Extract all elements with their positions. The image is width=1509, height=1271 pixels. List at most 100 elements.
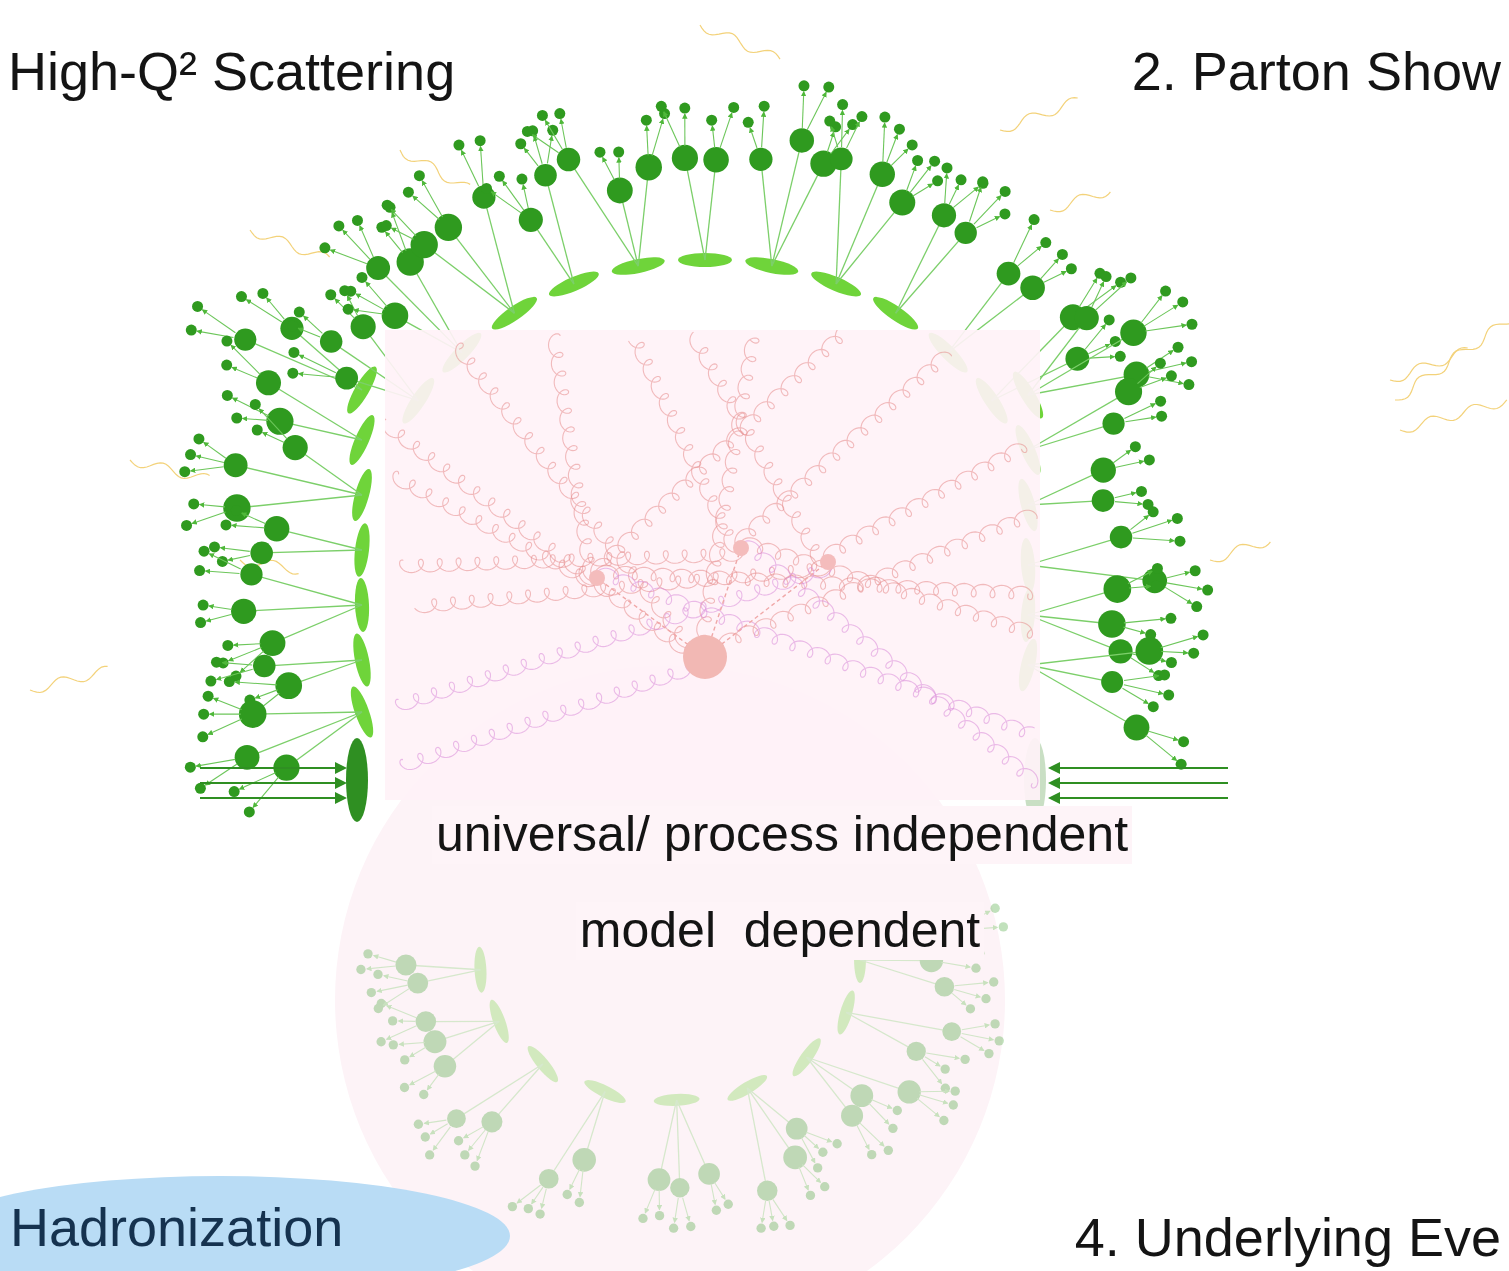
gluon-line	[549, 334, 598, 581]
hadron-dot	[898, 1080, 921, 1103]
decay-track	[399, 1043, 424, 1045]
decay-track	[1128, 571, 1152, 583]
decay-dot	[594, 147, 605, 158]
photon-wave	[1210, 542, 1270, 562]
decay-track	[645, 1189, 655, 1213]
decay-track	[430, 1124, 447, 1134]
decay-track	[974, 196, 1001, 224]
beam-line	[200, 782, 345, 784]
decay-track	[481, 147, 484, 186]
decay-dot	[638, 1214, 647, 1223]
decay-dot	[454, 1136, 463, 1145]
decay-dot	[374, 1004, 383, 1013]
decay-dot	[400, 1083, 409, 1092]
hadron-track	[253, 712, 362, 714]
hadron-track	[896, 233, 966, 313]
hadron-dot	[1110, 526, 1133, 549]
decay-track	[1132, 520, 1171, 533]
hadron-dot	[648, 1168, 671, 1191]
hadron-track	[492, 1064, 543, 1122]
hadron-track	[1028, 651, 1149, 665]
decay-track	[1124, 676, 1159, 681]
decay-track	[331, 250, 367, 264]
decay-dot	[960, 1055, 969, 1064]
hadron-dot	[786, 1118, 808, 1140]
decay-track	[384, 976, 408, 981]
decay-track	[969, 188, 980, 222]
decay-dot	[1115, 277, 1126, 288]
hadron-dot	[481, 1111, 502, 1132]
decay-dot	[288, 347, 299, 358]
decay-track	[1018, 246, 1041, 265]
decay-track	[799, 1167, 808, 1190]
decay-dot	[966, 1004, 975, 1013]
decay-dot	[195, 617, 206, 628]
hadron-track	[545, 175, 573, 284]
decay-dot	[185, 762, 196, 773]
hadron-dot	[1135, 637, 1163, 665]
decay-dot	[236, 291, 247, 302]
decay-track	[1115, 493, 1136, 498]
gluon-line	[740, 541, 1038, 788]
gluon-line	[591, 330, 844, 579]
decay-track	[750, 128, 757, 148]
slide-label: High-Q² Scattering	[4, 40, 459, 102]
decay-dot	[942, 162, 953, 173]
decay-track	[955, 983, 988, 986]
decay-track	[299, 355, 336, 373]
decay-dot	[481, 183, 492, 194]
decay-dot	[1101, 271, 1112, 282]
gluon-line	[735, 352, 952, 548]
decay-dot	[194, 565, 205, 576]
decay-dot	[325, 289, 336, 300]
decay-track	[235, 682, 276, 685]
hadron-dot	[366, 256, 390, 280]
hadron-dot	[955, 222, 977, 244]
decay-dot	[1165, 613, 1176, 624]
decay-dot	[494, 171, 505, 182]
decay-track	[200, 504, 225, 506]
hadron-track	[836, 203, 902, 284]
hadron-track	[772, 164, 824, 266]
decay-dot	[1155, 396, 1166, 407]
decay-dot	[941, 1064, 950, 1073]
hadron-dot	[1103, 575, 1131, 603]
decay-dot	[990, 904, 999, 913]
decay-track	[1137, 367, 1155, 383]
decay-dot	[989, 977, 998, 986]
decay-dot	[656, 101, 667, 112]
decay-dot	[1151, 580, 1162, 591]
gluon-line	[690, 332, 828, 567]
decay-track	[206, 614, 232, 621]
decay-dot	[984, 1049, 993, 1058]
decay-dot	[1186, 356, 1197, 367]
decay-track	[208, 719, 242, 734]
decay-dot	[211, 657, 222, 668]
decay-track	[561, 119, 566, 147]
decay-track	[192, 512, 225, 524]
decay-dot	[971, 964, 980, 973]
decay-dot	[453, 140, 464, 151]
hadron-dot	[1115, 378, 1142, 405]
decay-dot	[1190, 565, 1201, 576]
photon-wave	[1400, 400, 1507, 432]
decay-track	[832, 127, 838, 148]
hadron-dot	[239, 700, 267, 728]
decay-track	[410, 1071, 436, 1085]
decay-track	[919, 1091, 949, 1093]
decay-track	[841, 111, 843, 147]
decay-dot	[706, 115, 717, 126]
decay-track	[217, 669, 253, 679]
decay-dot	[356, 272, 367, 283]
hadron-track	[1028, 615, 1121, 651]
decay-dot	[1160, 286, 1171, 297]
hadron-track	[705, 160, 716, 260]
hadron-dot	[382, 302, 409, 329]
decay-track	[202, 310, 235, 333]
decay-dot	[217, 556, 228, 567]
decay-track	[827, 132, 833, 152]
hadron-track	[273, 605, 362, 643]
hadron-track	[1028, 424, 1114, 450]
hadron-dot	[1020, 276, 1045, 301]
